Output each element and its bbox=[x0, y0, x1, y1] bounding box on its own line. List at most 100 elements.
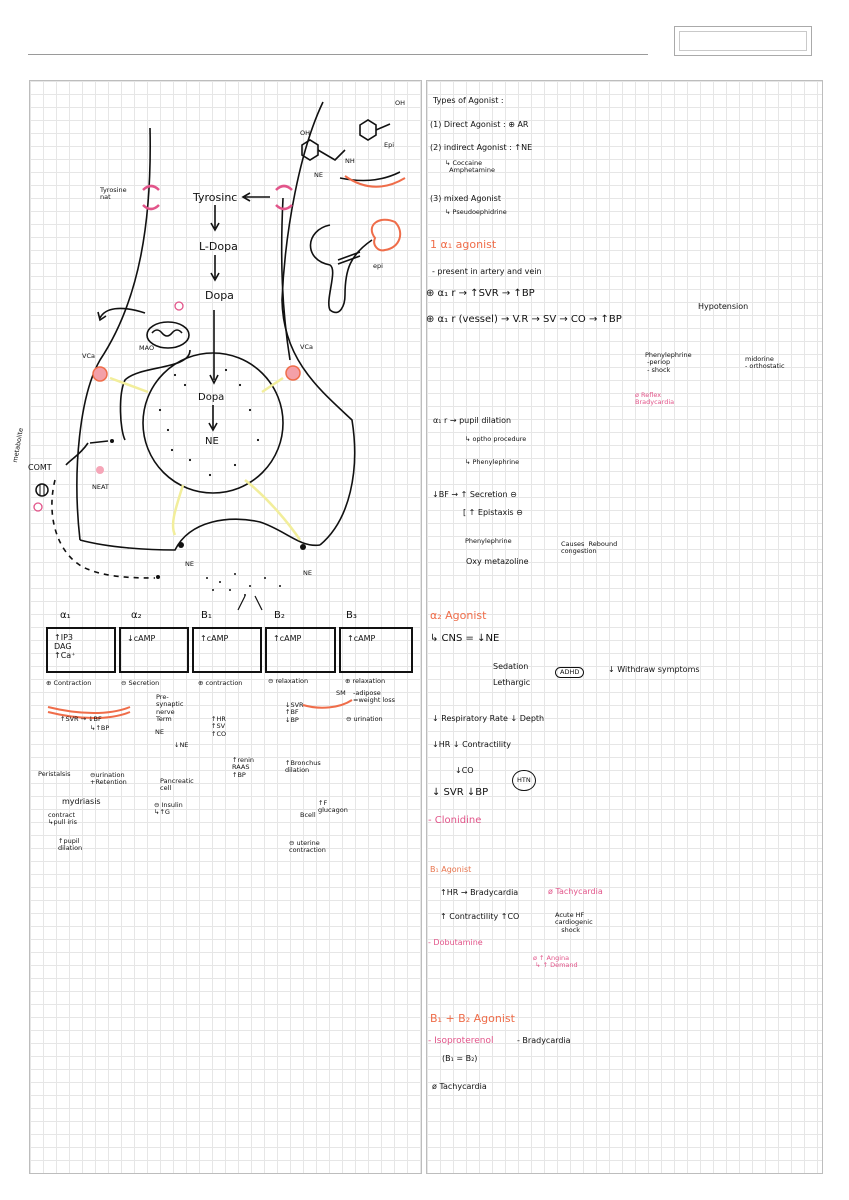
vesicle-dopa-label: Dopa bbox=[198, 392, 225, 403]
alpha1-vessel-line: ⊕ α₁ r (vessel) → V.R → SV → CO → ↑BP bbox=[426, 314, 622, 325]
alpha2-down-ne: ↓NE bbox=[174, 741, 189, 749]
right-axon-outline bbox=[281, 101, 356, 546]
alpha1-urination: ⊖urination +Retention bbox=[90, 771, 127, 787]
alpha1-pupil: ↑pupil dilation bbox=[58, 837, 83, 853]
comt-label: COMT bbox=[28, 463, 52, 472]
beta2-effect: ⊖ relaxation bbox=[268, 677, 309, 685]
alpha1-svr: ↑SVR → ↓BF bbox=[60, 715, 102, 723]
phenylephrine-2: ↳ Phenylephrine bbox=[465, 458, 520, 466]
alpha2-insulin: ⊖ Insulin ↳↑G bbox=[154, 801, 183, 817]
beta3-urination: ⊖ urination bbox=[346, 715, 383, 723]
alpha2-effect: ⊖ Secretion bbox=[121, 679, 160, 687]
title-box bbox=[674, 26, 812, 56]
clonidine: - Clonidine bbox=[428, 815, 482, 826]
vesicle-ne-label: NE bbox=[205, 436, 219, 447]
alpha2-agonist-title: α₂ Agonist bbox=[430, 609, 487, 622]
beta1-effect: ⊕ contraction bbox=[198, 679, 243, 687]
acute-hf: Acute HF cardiogenic shock bbox=[555, 911, 593, 934]
hr-contractility: ↓HR ↓ Contractility bbox=[432, 740, 512, 749]
angina-demand: ø ↑ Angina ↳ ↑ Demand bbox=[533, 954, 578, 970]
alpha1-mydriasis: mydriasis bbox=[62, 797, 101, 806]
l-dopa-label: L-Dopa bbox=[199, 240, 238, 253]
vesicle bbox=[142, 352, 284, 494]
right-panel bbox=[426, 80, 823, 1174]
indirect-examples: ↳ Coccaine Amphetamine bbox=[445, 159, 495, 175]
beta1-tachycardia: ø Tachycardia bbox=[548, 887, 603, 896]
receptor-beta3-name: B₃ bbox=[346, 610, 357, 621]
beta1-agonist-title: B₁ Agonist bbox=[430, 865, 472, 874]
mao-mitochondrion bbox=[146, 321, 190, 349]
hypotension-label: Hypotension bbox=[698, 302, 749, 311]
receptor-alpha1-name: α₁ bbox=[60, 610, 71, 621]
beta1-renin: ↑renin RAAS ↑BP bbox=[232, 756, 255, 779]
beta1-equals-beta2: (B₁ = B₂) bbox=[442, 1054, 478, 1063]
bf-secretion: ↓BF → ↑ Secretion ⊖ bbox=[432, 490, 517, 499]
phenylephrine-uses: Phenylephrine -periop - shock bbox=[645, 351, 692, 374]
epi2-label: epi bbox=[373, 262, 383, 270]
mao-label: MAO bbox=[139, 344, 155, 352]
beta1-contractility: ↑ Contractility ↑CO bbox=[440, 912, 520, 921]
nh2-label: NH bbox=[345, 157, 355, 165]
epistaxis: [ ↑ Epistaxis ⊖ bbox=[463, 508, 523, 517]
reflex-bradycardia: ø Reflex Bradycardia bbox=[635, 391, 675, 407]
mixed-example: ↳ Pseudoephidrine bbox=[445, 208, 507, 216]
header-rule bbox=[28, 54, 648, 55]
oh-label-1: OH bbox=[300, 129, 311, 137]
isoproterenol: - Isoproterenol bbox=[428, 1036, 494, 1046]
vca-channel-left bbox=[92, 366, 108, 382]
alpha1-agonist-title: 1 α₁ agonist bbox=[430, 238, 497, 251]
beta3-adipose: -adipose =weight loss bbox=[353, 689, 395, 705]
left-axon-outline bbox=[76, 127, 152, 541]
beta2-sm: SM bbox=[336, 689, 346, 697]
dobutamine: - Dobutamine bbox=[428, 938, 483, 947]
beta2-glucagon: ↑F glucagon bbox=[318, 799, 348, 815]
beta3-effect: ⊕ relaxation bbox=[345, 677, 386, 685]
receptor-box-beta2: ↑cAMP bbox=[265, 627, 336, 673]
alpha1-peristalsis: Peristalsis bbox=[38, 770, 71, 778]
receptor-box-alpha2: ↓cAMP bbox=[119, 627, 189, 673]
receptor-box-beta1: ↑cAMP bbox=[192, 627, 262, 673]
adhd-badge: ADHD bbox=[555, 667, 585, 679]
alpha1-contract: contract ↳pull iris bbox=[48, 811, 78, 827]
alpha1-effect: ⊕ Contraction bbox=[46, 679, 92, 687]
phenylephrine-3: Phenylephrine bbox=[465, 537, 512, 545]
pupil-dilation: α₁ r → pupil dilation bbox=[433, 416, 512, 425]
terminal-boundary bbox=[79, 518, 321, 551]
vca-right-label: VCa bbox=[300, 343, 313, 351]
respiratory-rate: ↓ Respiratory Rate ↓ Depth bbox=[432, 714, 545, 723]
alpha2-pancreatic: Pancreatic cell bbox=[160, 777, 194, 793]
tyrosine-label: Tyrosinc bbox=[193, 191, 238, 204]
withdraw-symptoms: ↓ Withdraw symptoms bbox=[608, 665, 700, 674]
midorine-uses: midorine - orthostatic bbox=[745, 355, 785, 371]
ne-right-label: NE bbox=[303, 569, 312, 577]
rebound-congestion: Causes Rebound congestion bbox=[561, 540, 618, 556]
vca-channel-right bbox=[285, 365, 301, 381]
ne-struct-label: NE bbox=[314, 171, 323, 179]
beta12-agonist-title: B₁ + B₂ Agonist bbox=[430, 1012, 515, 1025]
beta2-uterine: ⊖ uterine contraction bbox=[289, 839, 326, 855]
lethargic: Lethargic bbox=[493, 678, 531, 687]
co-down: ↓CO bbox=[455, 766, 474, 775]
direct-agonist: (1) Direct Agonist : ⊕ AR bbox=[430, 120, 529, 129]
beta2-svr: ↓SVR ↑BF ↓BP bbox=[285, 701, 304, 724]
beta2-bcell: Bcell bbox=[300, 811, 316, 819]
receptor-beta2-name: B₂ bbox=[274, 610, 285, 621]
alpha2-ne: NE bbox=[155, 728, 164, 736]
alpha1-present: - present in artery and vein bbox=[432, 267, 542, 276]
mixed-agonist: (3) mixed Agonist bbox=[430, 194, 501, 203]
receptor-box-beta3: ↑cAMP bbox=[339, 627, 413, 673]
vca-left-label: VCa bbox=[82, 352, 95, 360]
receptor-box-alpha1: ↑IP3 DAG ↑Ca⁺ bbox=[46, 627, 116, 673]
epi-label: Epi bbox=[384, 141, 395, 149]
dopa-label: Dopa bbox=[205, 289, 234, 302]
indirect-agonist: (2) indirect Agonist : ↑NE bbox=[430, 143, 533, 152]
beta1-hr-line: ↑HR → Bradycardia bbox=[440, 888, 519, 897]
sedation: Sedation bbox=[493, 662, 529, 671]
beta1-hr: ↑HR ↑SV ↑CO bbox=[211, 715, 227, 738]
oxymetazoline: Oxy metazoline bbox=[466, 557, 529, 566]
svr-bp: ↓ SVR ↓BP bbox=[432, 787, 489, 798]
oh-label-2: OH bbox=[395, 99, 406, 107]
bradycardia-2: - Bradycardia bbox=[517, 1036, 571, 1045]
